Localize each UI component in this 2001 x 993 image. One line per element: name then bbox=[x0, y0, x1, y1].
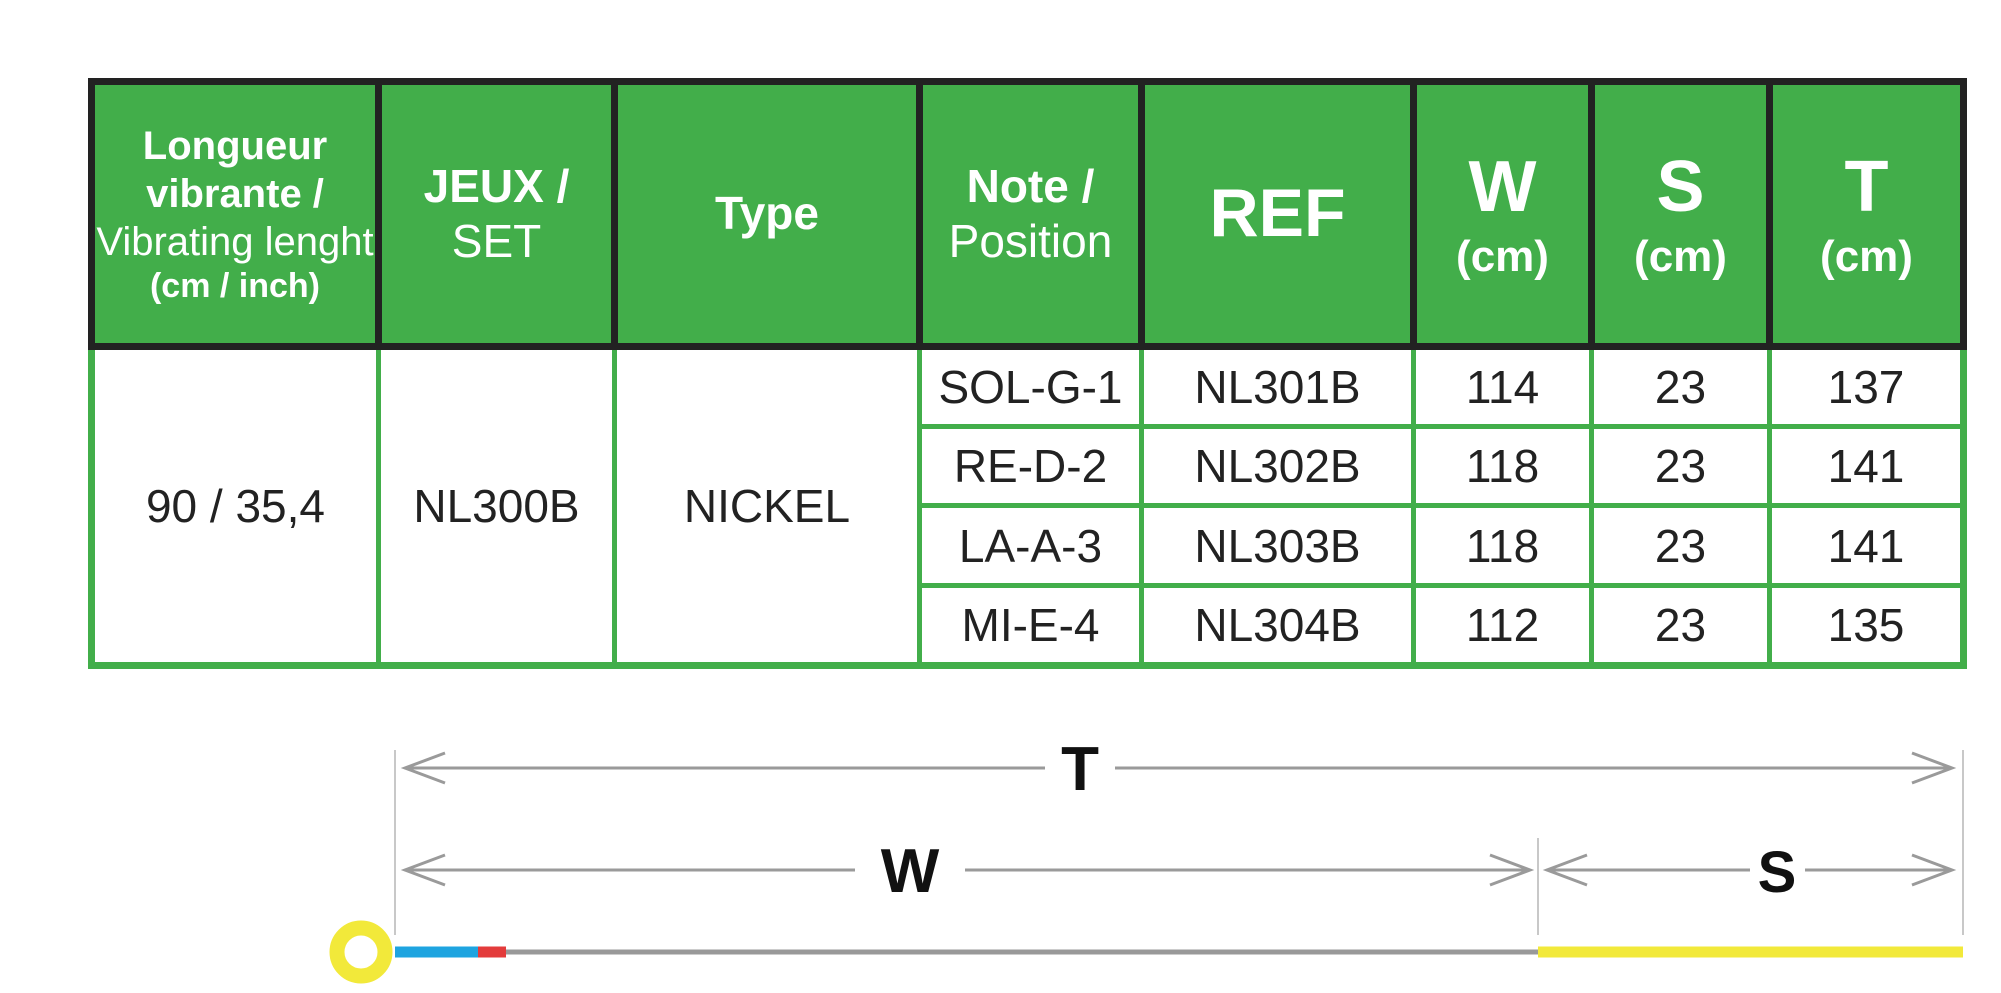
cell-note: SOL-G-1 bbox=[917, 343, 1144, 430]
cell-s: 23 bbox=[1589, 582, 1772, 669]
cell-w: 112 bbox=[1411, 582, 1594, 669]
table-row: RE-D-2 NL302B 118 23 141 bbox=[92, 424, 1966, 509]
header-vibrating-length: Longueur vibrante / Vibrating lenght (cm… bbox=[88, 78, 382, 350]
w-dimension-label: W bbox=[881, 837, 940, 906]
cell-w: 114 bbox=[1411, 343, 1594, 430]
cell-note: RE-D-2 bbox=[917, 424, 1144, 509]
cell-t: 135 bbox=[1767, 582, 1966, 669]
cell-ref: NL303B bbox=[1139, 503, 1416, 588]
header-w: W (cm) bbox=[1410, 78, 1595, 350]
cell-note: LA-A-3 bbox=[917, 503, 1144, 588]
cell-ref: NL301B bbox=[1139, 343, 1416, 430]
s-dimension-label: S bbox=[1758, 840, 1797, 905]
header-ref: REF bbox=[1138, 78, 1417, 350]
cell-vibrating-length: 90 / 35,4 bbox=[89, 344, 381, 668]
header-length-light: Vibrating lenght bbox=[96, 219, 374, 264]
header-t: T (cm) bbox=[1766, 78, 1967, 350]
string-spec-table: Longueur vibrante / Vibrating lenght (cm… bbox=[88, 78, 1967, 669]
t-dimension-label: T bbox=[1061, 735, 1099, 804]
cell-ref: NL304B bbox=[1139, 582, 1416, 669]
cell-s: 23 bbox=[1589, 424, 1772, 509]
header-t-unit: (cm) bbox=[1820, 231, 1913, 281]
w-dimension-arrow bbox=[400, 853, 1535, 887]
header-t-bold: T bbox=[1844, 147, 1889, 228]
cell-w: 118 bbox=[1411, 424, 1594, 509]
header-note-light: Position bbox=[948, 215, 1113, 267]
s-dimension-arrow bbox=[1542, 853, 1957, 887]
header-type-bold: Type bbox=[715, 187, 819, 240]
table-row: LA-A-3 NL303B 118 23 141 bbox=[92, 503, 1966, 588]
header-s-unit: (cm) bbox=[1634, 231, 1727, 281]
header-w-unit: (cm) bbox=[1456, 231, 1549, 281]
header-length-unit: (cm / inch) bbox=[149, 266, 321, 305]
cell-t: 141 bbox=[1767, 503, 1966, 588]
cell-type: NICKEL bbox=[612, 344, 922, 668]
cell-s: 23 bbox=[1589, 343, 1772, 430]
cell-t: 141 bbox=[1767, 424, 1966, 509]
cell-w: 118 bbox=[1411, 503, 1594, 588]
header-length-bold: Longueur vibrante / bbox=[142, 123, 328, 216]
table-row: MI-E-4 NL304B 112 23 135 bbox=[92, 582, 1966, 669]
header-note: Note / Position bbox=[916, 78, 1145, 350]
header-ref-bold: REF bbox=[1209, 175, 1346, 252]
cell-ref: NL302B bbox=[1139, 424, 1416, 509]
header-set: JEUX / SET bbox=[375, 78, 618, 350]
t-dimension-arrow bbox=[400, 751, 1957, 785]
cell-set: NL300B bbox=[376, 344, 617, 668]
header-row: Longueur vibrante / Vibrating lenght (cm… bbox=[88, 78, 1967, 350]
header-set-light: SET bbox=[451, 215, 542, 267]
header-s: S (cm) bbox=[1588, 78, 1773, 350]
header-s-bold: S bbox=[1656, 147, 1705, 228]
header-w-bold: W bbox=[1468, 147, 1537, 228]
header-note-bold: Note / bbox=[966, 159, 1095, 212]
cell-t: 137 bbox=[1767, 343, 1966, 430]
header-set-bold: JEUX / bbox=[423, 159, 570, 212]
table-row: 90 / 35,4 NL300B NICKEL SOL-G-1 NL301B 1… bbox=[89, 343, 1966, 668]
header-type: Type bbox=[611, 78, 923, 350]
cell-s: 23 bbox=[1589, 503, 1772, 588]
ball-end bbox=[329, 920, 393, 984]
cell-note: MI-E-4 bbox=[917, 582, 1144, 669]
